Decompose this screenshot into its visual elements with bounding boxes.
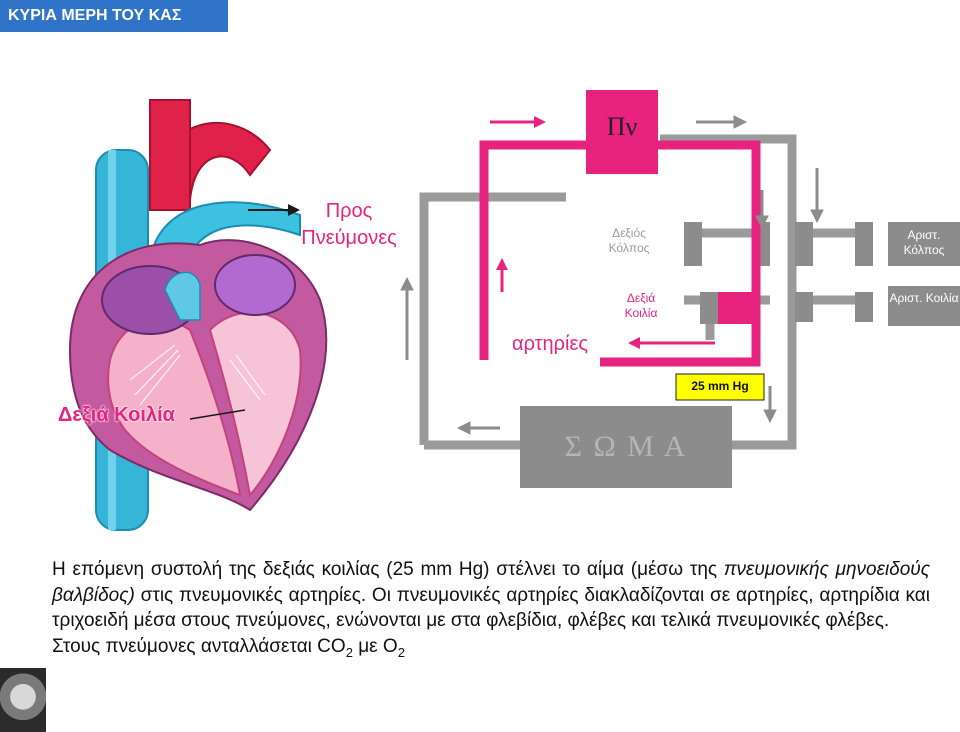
caption-paragraph: Η επόμενη συστολή της δεξιάς κοιλίας (25… [52, 557, 930, 665]
heart-illustration [70, 100, 326, 530]
portrait-image [0, 668, 46, 732]
right-atrium-label: Δεξιός Κόλπος [594, 226, 664, 256]
to-lungs-label: Προς Πνεύμονες [286, 198, 412, 252]
caption-part3: στις πνευμονικές αρτηρίες. Οι πνευμονικέ… [52, 585, 930, 632]
caption-last-a: Στους πνεύμονες ανταλλάσεται CO [52, 636, 346, 657]
right-ventricle-block [716, 292, 756, 324]
left-atrium-label: Αριστ. Κόλπος [888, 228, 960, 258]
caption-last-line: Στους πνεύμονες ανταλλάσεται CO2 με Ο2 [52, 634, 930, 665]
left-ventricle-label: Αριστ. Κοιλία [888, 291, 960, 306]
pressure-label: 25 mm Hg [676, 379, 764, 393]
o2-subscript: 2 [398, 644, 405, 659]
right-ventricle-valve [700, 292, 718, 324]
lungs-label: Πν [586, 112, 658, 142]
arteries-label: αρτηρίες [512, 333, 588, 356]
right-ventricle-label: Δεξιά Κοιλία [58, 404, 175, 427]
body-label: Σ Ω Μ Α [520, 430, 732, 464]
right-ventricle-schema-label: Δεξιά Κοιλία [612, 291, 670, 321]
caption-last-b: με Ο [353, 636, 398, 657]
caption-part1: Η επόμενη συστολή της δεξιάς κοιλίας (25… [52, 559, 724, 580]
co2-subscript: 2 [346, 644, 353, 659]
